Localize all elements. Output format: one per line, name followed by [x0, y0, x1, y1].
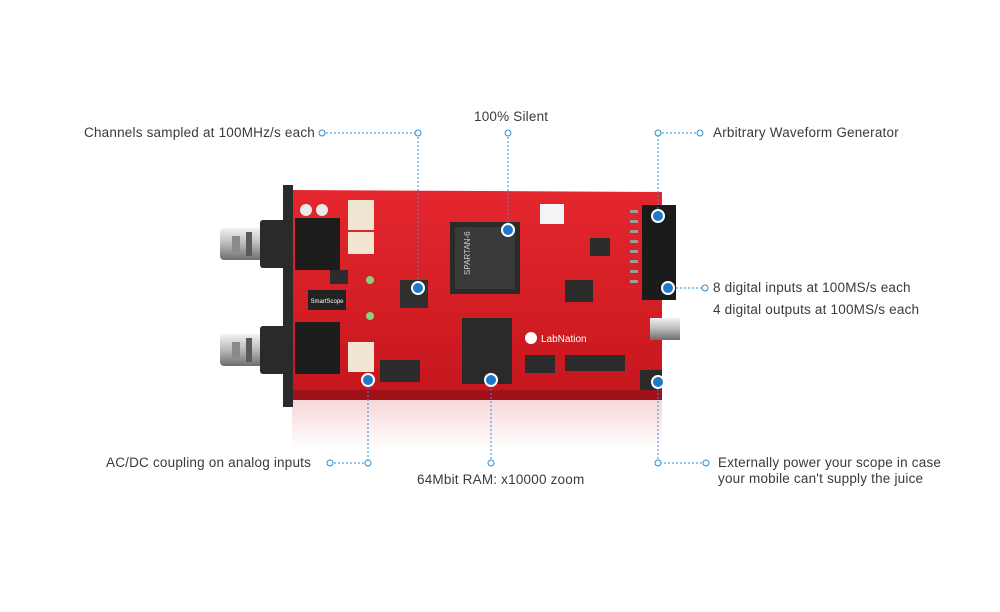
- callout-channels: Channels sampled at 100MHz/s each: [84, 125, 315, 140]
- pcb-edge: [292, 390, 662, 400]
- callout-ram: 64Mbit RAM: x10000 zoom: [417, 472, 585, 487]
- callout-digital-inputs: 8 digital inputs at 100MS/s each: [713, 280, 911, 295]
- labnation-logo: LabNation: [525, 332, 587, 345]
- smartscope-sticker: [308, 290, 346, 310]
- mount-hole: [300, 204, 312, 216]
- header-pins: [630, 210, 638, 283]
- callout-power-line2: your mobile can't supply the juice: [718, 471, 924, 486]
- relay: [348, 200, 374, 230]
- fpga-marking: SPARTAN-6: [463, 231, 472, 275]
- marker-digital: [661, 281, 675, 295]
- marker-silent: [501, 223, 515, 237]
- board-reflection: [292, 400, 662, 450]
- bnc-connector-ch1: [220, 218, 340, 270]
- sticker-text: SmartScope: [310, 299, 344, 305]
- marker-awg: [651, 209, 665, 223]
- smd-components: [330, 238, 625, 382]
- front-panel: [283, 185, 293, 407]
- callout-awg: Arbitrary Waveform Generator: [713, 125, 899, 140]
- feature-markers: [361, 209, 675, 389]
- relay: [348, 232, 374, 254]
- marker-power: [651, 375, 665, 389]
- ram-chip: [462, 318, 512, 384]
- marker-ram: [484, 373, 498, 387]
- labnation-logo-text: LabNation: [541, 334, 587, 345]
- qr-label: [540, 204, 564, 224]
- mount-hole: [316, 204, 328, 216]
- led: [366, 312, 374, 320]
- callout-power-line1: Externally power your scope in case: [718, 455, 942, 470]
- callout-coupling: AC/DC coupling on analog inputs: [106, 455, 312, 470]
- led: [366, 276, 374, 284]
- marker-coupling: [361, 373, 375, 387]
- marker-channels: [411, 281, 425, 295]
- callout-anchors: [318, 129, 710, 467]
- pcb-body: [292, 190, 662, 400]
- callout-silent: 100% Silent: [474, 109, 549, 124]
- relay: [348, 342, 374, 372]
- callout-digital-outputs: 4 digital outputs at 100MS/s each: [713, 302, 920, 317]
- bnc-connector-ch2: [220, 322, 340, 374]
- usb-connector: [650, 318, 680, 340]
- fpga-chip: SPARTAN-6: [450, 222, 520, 294]
